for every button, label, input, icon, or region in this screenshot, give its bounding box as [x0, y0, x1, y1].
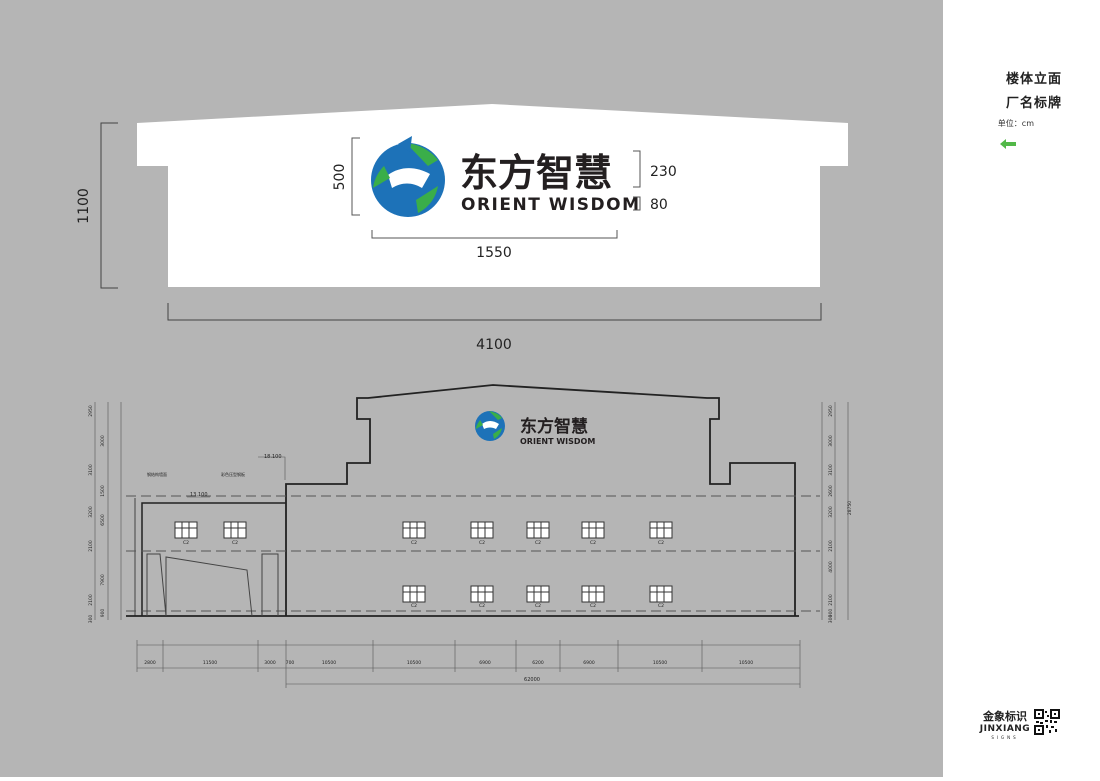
left-dim: 2100 — [88, 540, 94, 552]
window-tag: C2 — [411, 540, 417, 546]
dim-logo-width: 1550 — [476, 245, 512, 261]
logo-mark-small — [475, 411, 505, 441]
left-arrow-icon[interactable] — [1000, 139, 1016, 149]
brand-logo: 金象标识 JINXIANG SIGNS — [975, 708, 1035, 740]
left-dim: 2100 — [88, 594, 94, 606]
bottom-dim: 6900 — [479, 660, 491, 666]
left-dims: 2950 3000 3100 1500 3200 6500 2100 7900 2100 900 3… — [88, 405, 106, 623]
window-tag: C2 — [183, 540, 189, 546]
company-name-cn: 东方智慧 — [460, 151, 612, 195]
window-tag: C2 — [232, 540, 238, 546]
unit-label: 单位：cm — [997, 119, 1034, 128]
brand-sub: SIGNS — [991, 735, 1019, 740]
sidebar-title-line2: 厂名标牌 — [1005, 96, 1062, 111]
sidebar: 楼体立面 厂名标牌 单位：cm — [943, 0, 1100, 777]
right-dim: 3200 — [828, 506, 834, 518]
bottom-dim: 10500 — [739, 660, 753, 666]
window — [581, 585, 605, 603]
sidebar-title-line1: 楼体立面 — [1005, 72, 1062, 87]
left-dim: 900 — [100, 609, 106, 618]
window-tag: C2 — [590, 603, 596, 609]
left-dim: 7900 — [100, 574, 106, 586]
right-dim: 2950 — [828, 405, 834, 417]
tag-label: 彩色压型钢板 — [221, 471, 245, 477]
brand-name-en: JINXIANG — [979, 724, 1031, 734]
bottom-dim: 700 — [286, 660, 295, 666]
window — [470, 521, 494, 539]
dim-logo-height: 500 — [332, 164, 348, 191]
window — [526, 521, 550, 539]
right-dim: 2600 — [828, 485, 834, 497]
dim-bracket-logo-width — [371, 230, 618, 239]
right-dim: 4000 — [828, 561, 834, 573]
window — [526, 585, 550, 603]
company-name-en: ORIENT WISDOM — [461, 195, 641, 215]
dim-bracket-cn — [633, 150, 641, 188]
left-dim: 2950 — [88, 405, 94, 417]
window-tag: C2 — [411, 603, 417, 609]
bottom-dim: 10500 — [653, 660, 667, 666]
window-tag: C2 — [658, 540, 664, 546]
right-dim: 3000 — [828, 435, 834, 447]
bottom-dim: 3000 — [264, 660, 276, 666]
bottom-dim: 10500 — [407, 660, 421, 666]
building-name-en: ORIENT WISDOM — [520, 437, 595, 446]
left-dim: 6500 — [100, 514, 106, 526]
window-tag: C2 — [590, 540, 596, 546]
building-name-cn: 东方智慧 — [520, 416, 588, 437]
bottom-dim: 6200 — [532, 660, 544, 666]
window — [402, 521, 426, 539]
level-label: 18.100 — [264, 454, 282, 460]
bottom-total: 62000 — [524, 677, 540, 683]
dim-bracket-sign-height — [100, 122, 118, 289]
dim-bracket-logo-height — [351, 137, 360, 216]
window-tag: C2 — [535, 603, 541, 609]
bottom-dim: 10500 — [322, 660, 336, 666]
logo-mark-large — [371, 136, 445, 217]
right-dim: 2100 — [828, 540, 834, 552]
right-dim: 3100 — [828, 464, 834, 476]
bottom-dim: 6900 — [583, 660, 595, 666]
qr-code-icon — [1034, 709, 1060, 735]
level-label: 13.100 — [190, 492, 208, 498]
dim-cn-text-height: 230 — [650, 164, 677, 180]
window — [223, 521, 247, 539]
left-dim: 300 — [88, 615, 94, 624]
right-dim: 28750 — [847, 501, 853, 515]
window — [402, 585, 426, 603]
window — [581, 521, 605, 539]
building-elevation — [94, 384, 849, 688]
window-tag: C2 — [658, 603, 664, 609]
dim-bracket-en — [633, 196, 641, 211]
left-dim: 3000 — [100, 435, 106, 447]
left-dim: 3100 — [88, 464, 94, 476]
drawing-canvas: 东方智慧 ORIENT WISDOM 500 230 80 1550 1100 … — [0, 0, 943, 777]
window-tag: C2 — [479, 540, 485, 546]
window-tag: C2 — [535, 540, 541, 546]
dim-sign-width: 4100 — [476, 337, 512, 353]
left-dim: 3200 — [88, 506, 94, 518]
dim-sign-height: 1100 — [76, 188, 92, 224]
right-dim: 2100 — [828, 594, 834, 606]
right-dim: 900 — [828, 609, 834, 618]
window — [174, 521, 198, 539]
windows — [174, 521, 673, 603]
dim-en-text-height: 80 — [650, 197, 668, 213]
bottom-dim: 2800 — [144, 660, 156, 666]
window — [649, 521, 673, 539]
brand-name-cn: 金象标识 — [983, 710, 1027, 723]
drawing-svg: 东方智慧 ORIENT WISDOM 500 230 80 1550 1100 … — [76, 104, 853, 688]
dim-bracket-sign-width — [167, 303, 822, 321]
right-dim: 300 — [828, 615, 834, 624]
sign-panel — [137, 104, 848, 287]
window — [649, 585, 673, 603]
window-tag: C2 — [479, 603, 485, 609]
window — [470, 585, 494, 603]
left-dim: 1500 — [100, 485, 106, 497]
bottom-dims: 2800 11500 3000 700 10500 10500 6900 6200 6900 10… — [144, 660, 753, 666]
bottom-dim: 11500 — [203, 660, 217, 666]
tag-label: 钢结构墙面 — [147, 471, 167, 477]
